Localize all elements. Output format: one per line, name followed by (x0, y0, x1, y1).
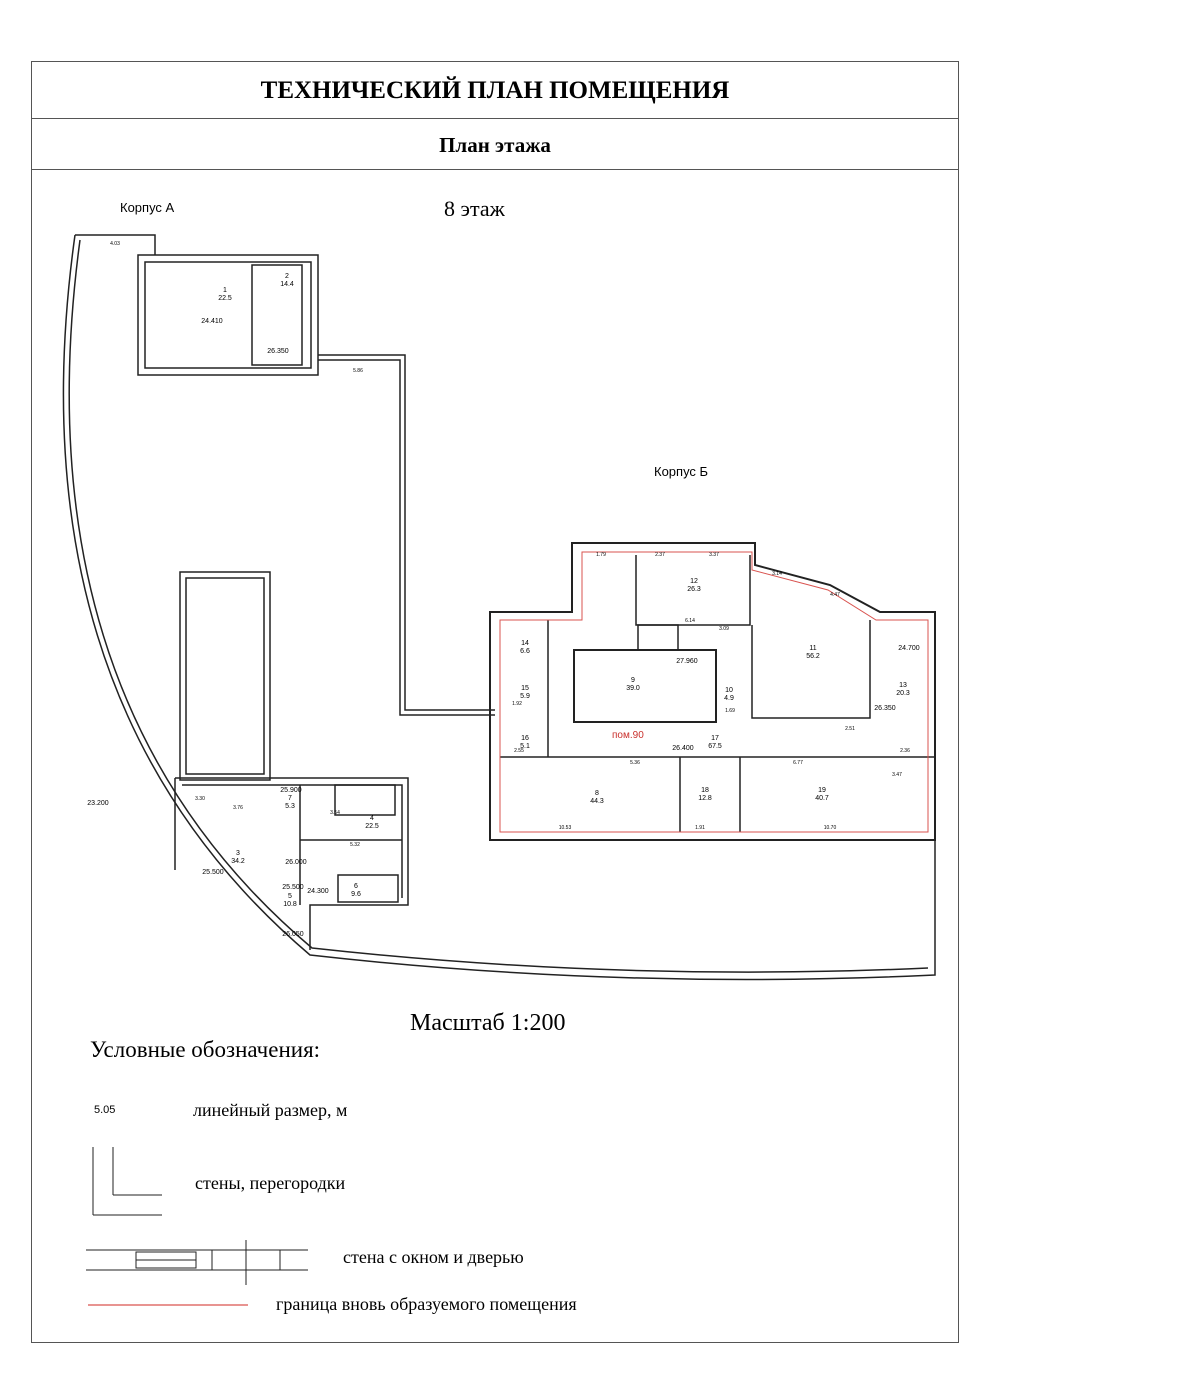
dimension-label: 6.77 (793, 760, 803, 766)
legend-item-walls: стены, перегородки (195, 1173, 346, 1193)
block-a-bottom (174, 777, 409, 950)
dimension-label: 3.76 (233, 805, 243, 811)
dimension-label: 3.54 (330, 810, 340, 816)
document-subtitle: План этажа (32, 119, 958, 170)
dimension-label: 3.30 (195, 796, 205, 802)
premise-label: пом.90 (612, 730, 644, 741)
elevation-mark: 26.000 (285, 859, 307, 866)
dimension-label: 1.69 (725, 708, 735, 714)
scale-label: Масштаб 1:200 (410, 1010, 566, 1036)
block-b-outline (489, 542, 936, 841)
floor-label: 8 этаж (444, 196, 505, 221)
dimension-label: 2.37 (655, 552, 665, 558)
stair-a-top (251, 264, 303, 366)
elevation-mark: 25.500 (282, 884, 304, 891)
elevation-mark: 25.900 (280, 787, 302, 794)
dimension-label: 2.51 (845, 726, 855, 732)
legend-window-door-sample (86, 1240, 308, 1285)
dimension-label: 4.03 (110, 241, 120, 247)
dimension-label: 3.37 (709, 552, 719, 558)
dimension-label: 2.55 (514, 748, 524, 754)
document-title: ТЕХНИЧЕСКИЙ ПЛАН ПОМЕЩЕНИЯ (32, 62, 958, 119)
terrace-outline-inner (68, 239, 929, 973)
dimension-label: 2.36 (900, 748, 910, 754)
dimension-label: 10.70 (824, 825, 837, 831)
dimension-label: 4.47 (830, 592, 840, 598)
legend-item-dimension: линейный размер, м (193, 1100, 348, 1120)
dimension-label: 1.79 (596, 552, 606, 558)
elevation-mark: 26.400 (672, 745, 694, 752)
elevation-mark: 27.960 (676, 658, 698, 665)
legend-dim-sample: 5.05 (94, 1104, 116, 1116)
document-frame: ТЕХНИЧЕСКИЙ ПЛАН ПОМЕЩЕНИЯ План этажа (31, 61, 959, 1343)
building-b-label: Корпус Б (654, 464, 709, 479)
legend-item-window-door: стена с окном и дверью (343, 1247, 524, 1267)
elevation-mark: 24.700 (898, 645, 920, 652)
building-a-label: Корпус А (120, 200, 175, 215)
dimension-label: 1.92 (512, 701, 522, 707)
dimension-label: 6.14 (685, 618, 695, 624)
elevation-mark: 26.350 (267, 348, 289, 355)
dimension-label: 3.47 (892, 772, 902, 778)
terrace-outline (62, 234, 936, 981)
dimension-label: 3.09 (719, 626, 729, 632)
connector-wall (318, 354, 495, 716)
new-premise-boundary (499, 551, 929, 833)
dimension-label: 5.32 (350, 842, 360, 848)
dimension-label: 10.53 (559, 825, 572, 831)
elevation-mark: 24.410 (201, 318, 223, 325)
stair-a-bottom (337, 874, 399, 903)
elevation-mark: 24.300 (307, 888, 329, 895)
legend-heading: Условные обозначения: (90, 1037, 321, 1062)
elevation-mark: 26.050 (282, 931, 304, 938)
legend-item-boundary: граница вновь образуемого помещения (276, 1294, 577, 1314)
elevation-mark: 25.500 (202, 869, 224, 876)
dimension-label: 5.36 (630, 760, 640, 766)
block-a-top (137, 254, 319, 376)
dimension-label: 1.91 (695, 825, 705, 831)
elevation-mark: 26.350 (874, 705, 896, 712)
dimension-label: 5.86 (353, 368, 363, 374)
dimension-label: 3.14 (772, 571, 782, 577)
stair-b (637, 624, 679, 651)
shaft (179, 571, 271, 781)
stair-a-mid (334, 784, 396, 816)
elevation-mark: 23.200 (87, 800, 109, 807)
